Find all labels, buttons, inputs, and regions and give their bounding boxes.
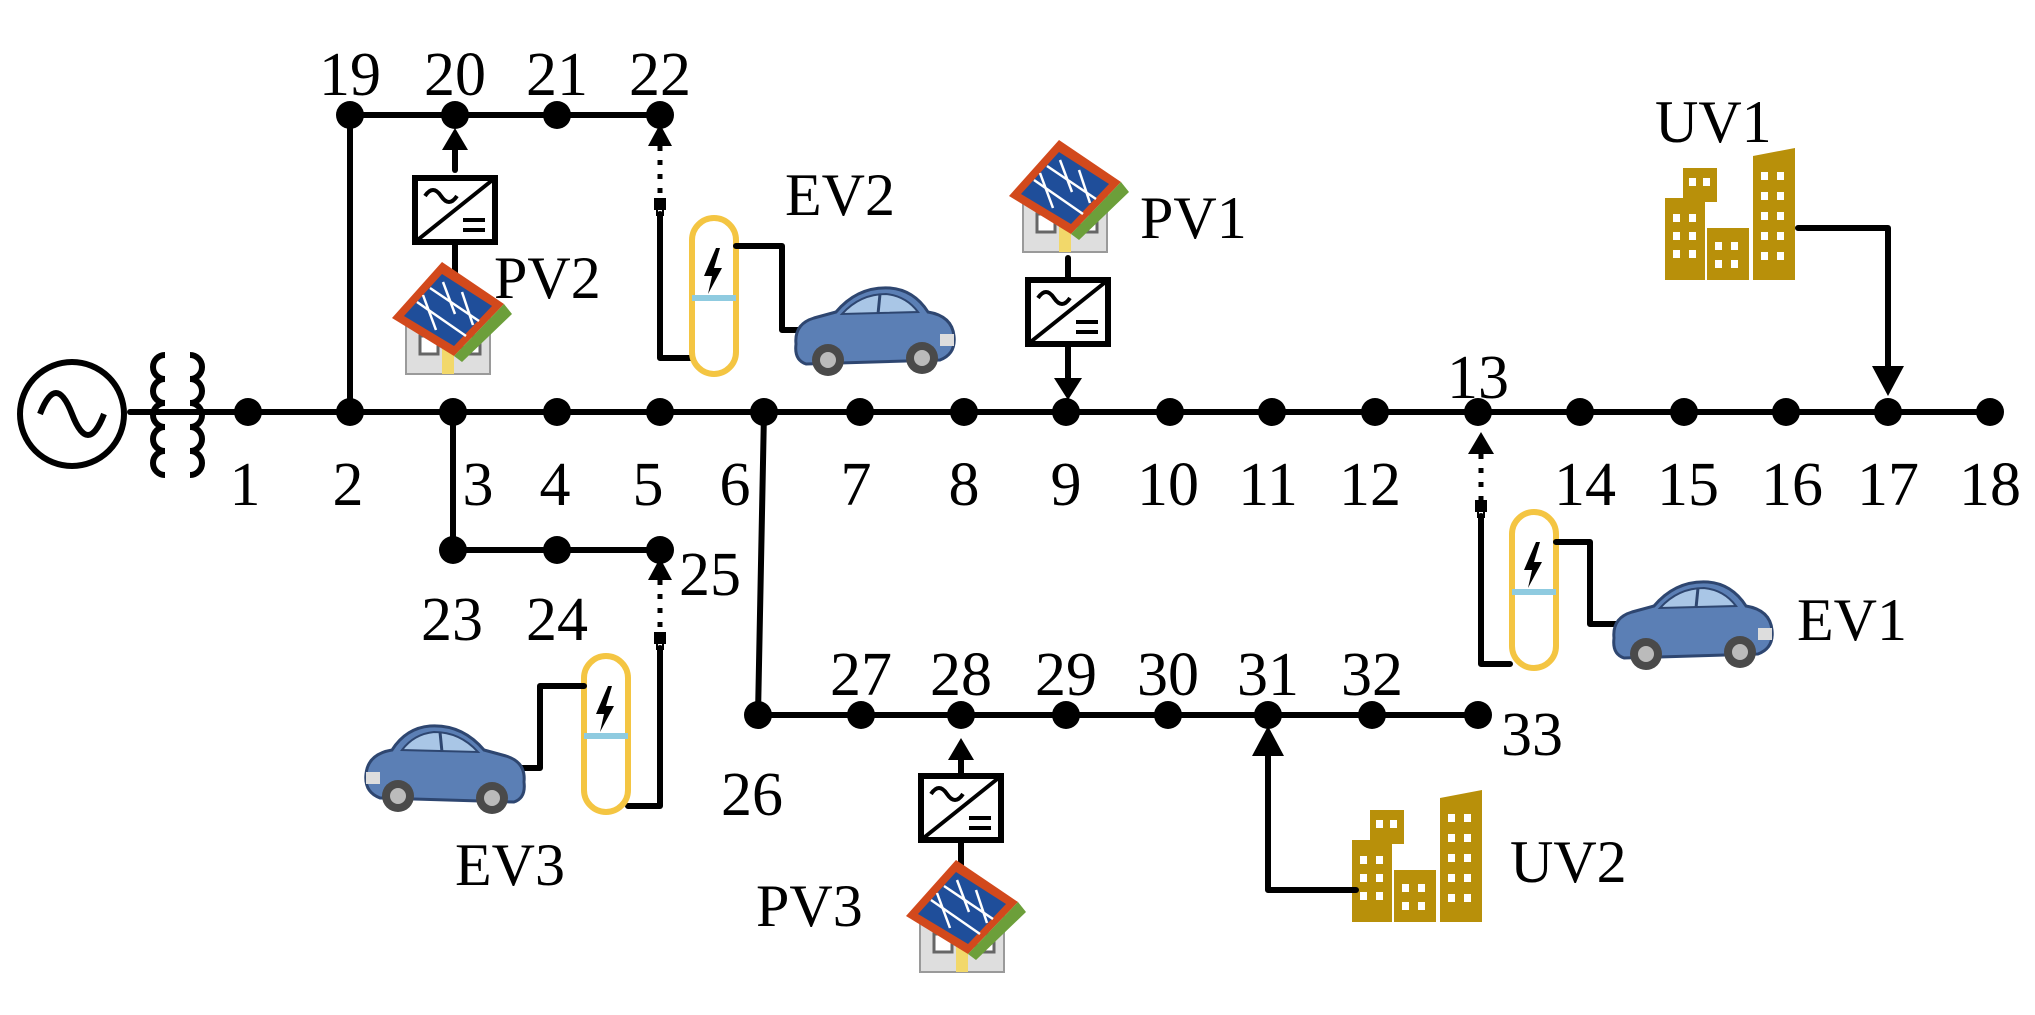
building-icon [1352, 790, 1482, 922]
bus-label-25: 25 [679, 541, 741, 609]
bus-label-30: 30 [1137, 641, 1199, 709]
bus-node-21 [543, 101, 571, 129]
bus-node-15 [1670, 398, 1698, 426]
bus-label-33: 33 [1501, 701, 1563, 769]
bus-label-5: 5 [633, 451, 664, 519]
bus-label-31: 31 [1237, 641, 1299, 709]
ev-charger-icon [584, 656, 628, 812]
bus-label-12: 12 [1339, 451, 1401, 519]
bus-label-3: 3 [463, 451, 494, 519]
bus-node-30 [1154, 701, 1182, 729]
bus-label-4: 4 [540, 451, 571, 519]
bus-label-2: 2 [333, 451, 364, 519]
inverter-icon [415, 178, 495, 242]
bus-label-13: 13 [1447, 344, 1509, 412]
bus-node-32 [1358, 701, 1386, 729]
bus-node-25 [646, 536, 674, 564]
bus-node-17 [1874, 398, 1902, 426]
bus-node-2 [336, 398, 364, 426]
bus-node-28 [947, 701, 975, 729]
bus-label-24: 24 [526, 586, 588, 654]
bus-label-9: 9 [1051, 451, 1082, 519]
solar-house-icon [904, 858, 1028, 974]
ev-charger-icon [692, 218, 736, 374]
inverter-icon [921, 776, 1001, 840]
bus-label-32: 32 [1341, 641, 1403, 709]
building-icon [1665, 148, 1795, 280]
bus-node-31 [1254, 701, 1282, 729]
bus-node-11 [1258, 398, 1286, 426]
bus-label-15: 15 [1657, 451, 1719, 519]
bus-node-12 [1361, 398, 1389, 426]
bus-label-17: 17 [1857, 451, 1919, 519]
bus-node-4 [543, 398, 571, 426]
bus-node-18 [1976, 398, 2004, 426]
bus-label-20: 20 [424, 41, 486, 109]
bus-label-21: 21 [526, 41, 588, 109]
bus-node-24 [543, 536, 571, 564]
ac-source-icon [17, 359, 127, 469]
bus-node-33 [1464, 701, 1492, 729]
bus-label-18: 18 [1959, 451, 2021, 519]
bus-node-13 [1464, 398, 1492, 426]
bus-node-26 [744, 701, 772, 729]
bus-node-23 [439, 536, 467, 564]
bus-node-29 [1052, 701, 1080, 729]
solar-house-icon [1007, 138, 1131, 254]
bus-label-29: 29 [1035, 641, 1097, 709]
bus-node-20 [441, 101, 469, 129]
bus-label-26: 26 [721, 761, 783, 829]
uv1-label: UV1 [1655, 89, 1772, 155]
bus-label-1: 1 [230, 451, 261, 519]
bus-label-8: 8 [949, 451, 980, 519]
bus-label-27: 27 [830, 641, 892, 709]
bus-label-7: 7 [841, 451, 872, 519]
bus-label-14: 14 [1554, 451, 1616, 519]
bus-label-28: 28 [930, 641, 992, 709]
bus-node-16 [1772, 398, 1800, 426]
bus-node-14 [1566, 398, 1594, 426]
bus-node-3 [439, 398, 467, 426]
bus-label-10: 10 [1137, 451, 1199, 519]
car-icon [794, 286, 956, 378]
bus-label-16: 16 [1761, 451, 1823, 519]
bus-node-10 [1156, 398, 1184, 426]
bus-label-11: 11 [1238, 451, 1298, 519]
bus-node-22 [646, 101, 674, 129]
pv3-label: PV3 [756, 873, 863, 939]
bus-node-27 [847, 701, 875, 729]
pv1-label: PV1 [1140, 185, 1247, 251]
ev2-label: EV2 [785, 162, 895, 228]
pv2-label: PV2 [494, 245, 601, 311]
car-icon [364, 724, 526, 816]
bus-label-23: 23 [421, 586, 483, 654]
bus-node-19 [336, 101, 364, 129]
car-icon [1612, 580, 1774, 672]
bus-label-6: 6 [720, 451, 751, 519]
bus-node-5 [646, 398, 674, 426]
bus-node-9 [1052, 398, 1080, 426]
transformer-icon [150, 352, 205, 478]
bus-node-1 [234, 398, 262, 426]
uv2-label: UV2 [1510, 829, 1627, 895]
ev3-label: EV3 [455, 832, 565, 898]
inverter-icon [1028, 280, 1108, 344]
bus-node-7 [846, 398, 874, 426]
ev-charger-icon [1512, 512, 1556, 668]
bus-label-19: 19 [319, 41, 381, 109]
bus-label-22: 22 [629, 41, 691, 109]
bus-node-8 [950, 398, 978, 426]
ev1-label: EV1 [1797, 587, 1907, 653]
bus-node-6 [750, 398, 778, 426]
